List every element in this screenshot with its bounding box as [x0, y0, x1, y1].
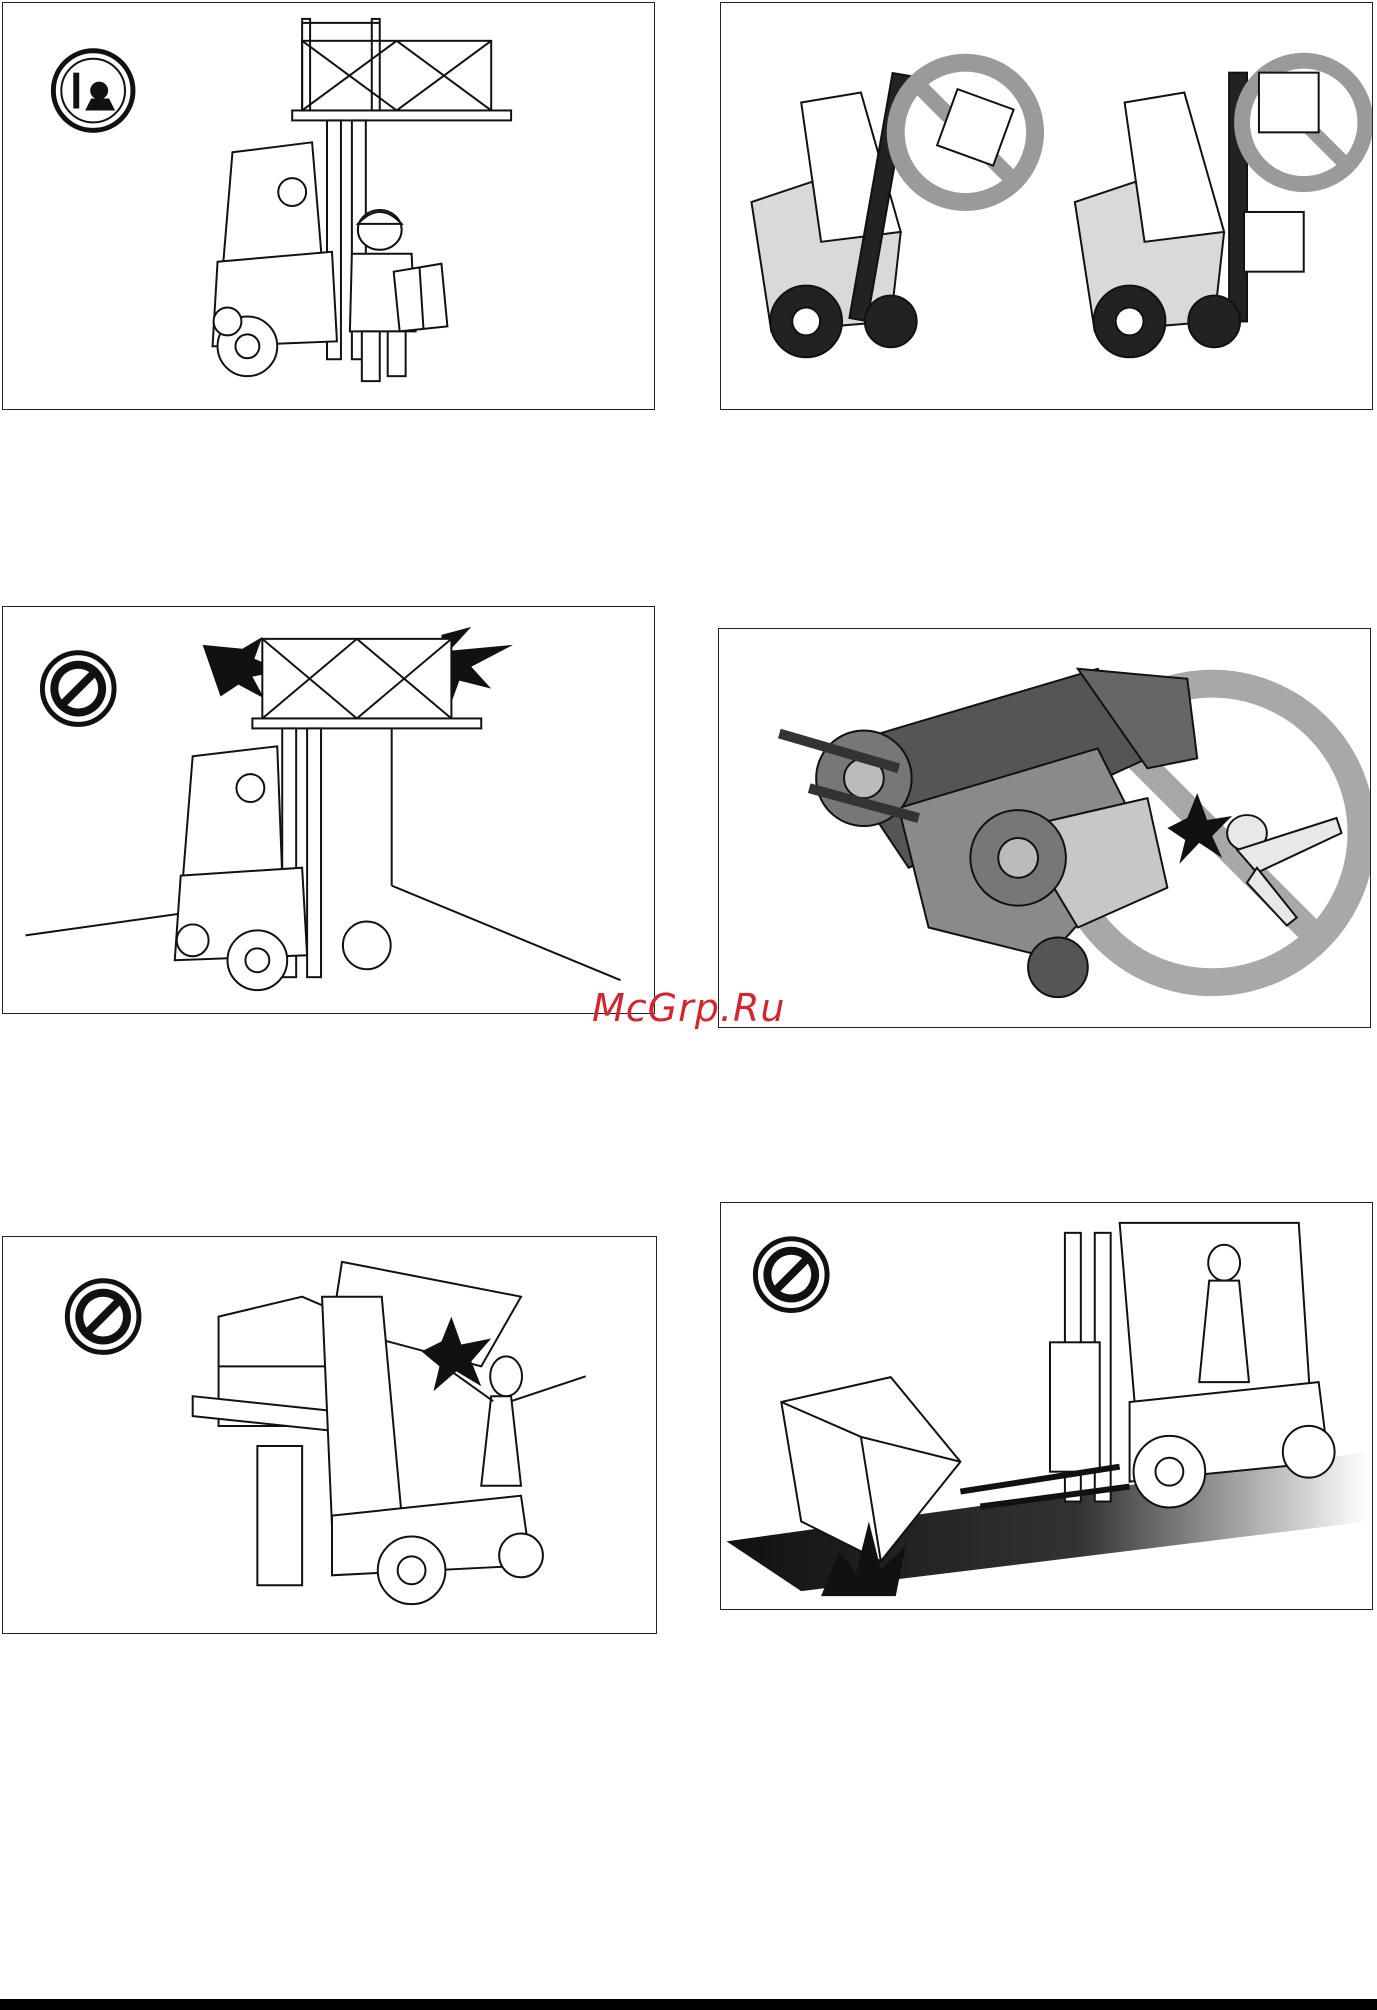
manual-read-icon: [53, 51, 133, 131]
footer-bar: [0, 1999, 1377, 2010]
prohibition-sign-icon: [67, 1281, 139, 1353]
prohibition-sign-icon: [755, 1239, 827, 1311]
forklift: [960, 1223, 1334, 1508]
panel-overhead-clearance: [2, 606, 655, 1014]
forklift-ceiling-illustration: [3, 607, 654, 1013]
forklift-tilt-illustration: [721, 3, 1372, 409]
crate: [262, 639, 451, 719]
forklift: [213, 142, 337, 376]
panel-overturn-warning: [718, 628, 1371, 1028]
forklift: [175, 728, 391, 990]
forklift-slope-illustration: [721, 1203, 1372, 1609]
person-reading: [350, 210, 448, 381]
panel-slope-warning: [720, 1202, 1373, 1610]
forklift-manual-illustration: [3, 3, 654, 409]
panel-read-manual: [2, 2, 655, 410]
prohibition-sign-icon: [42, 653, 114, 725]
crate: [302, 41, 491, 111]
watermark-text: McGrp.Ru: [592, 986, 785, 1030]
forklift-falling-load-illustration: [3, 1237, 656, 1633]
forklift-right: [1075, 73, 1247, 358]
forklift-overturn-illustration: [719, 629, 1370, 1027]
panel-tilt-warning: [720, 2, 1373, 410]
crate-falling: [937, 89, 1014, 166]
panel-falling-load: [2, 1236, 657, 1634]
